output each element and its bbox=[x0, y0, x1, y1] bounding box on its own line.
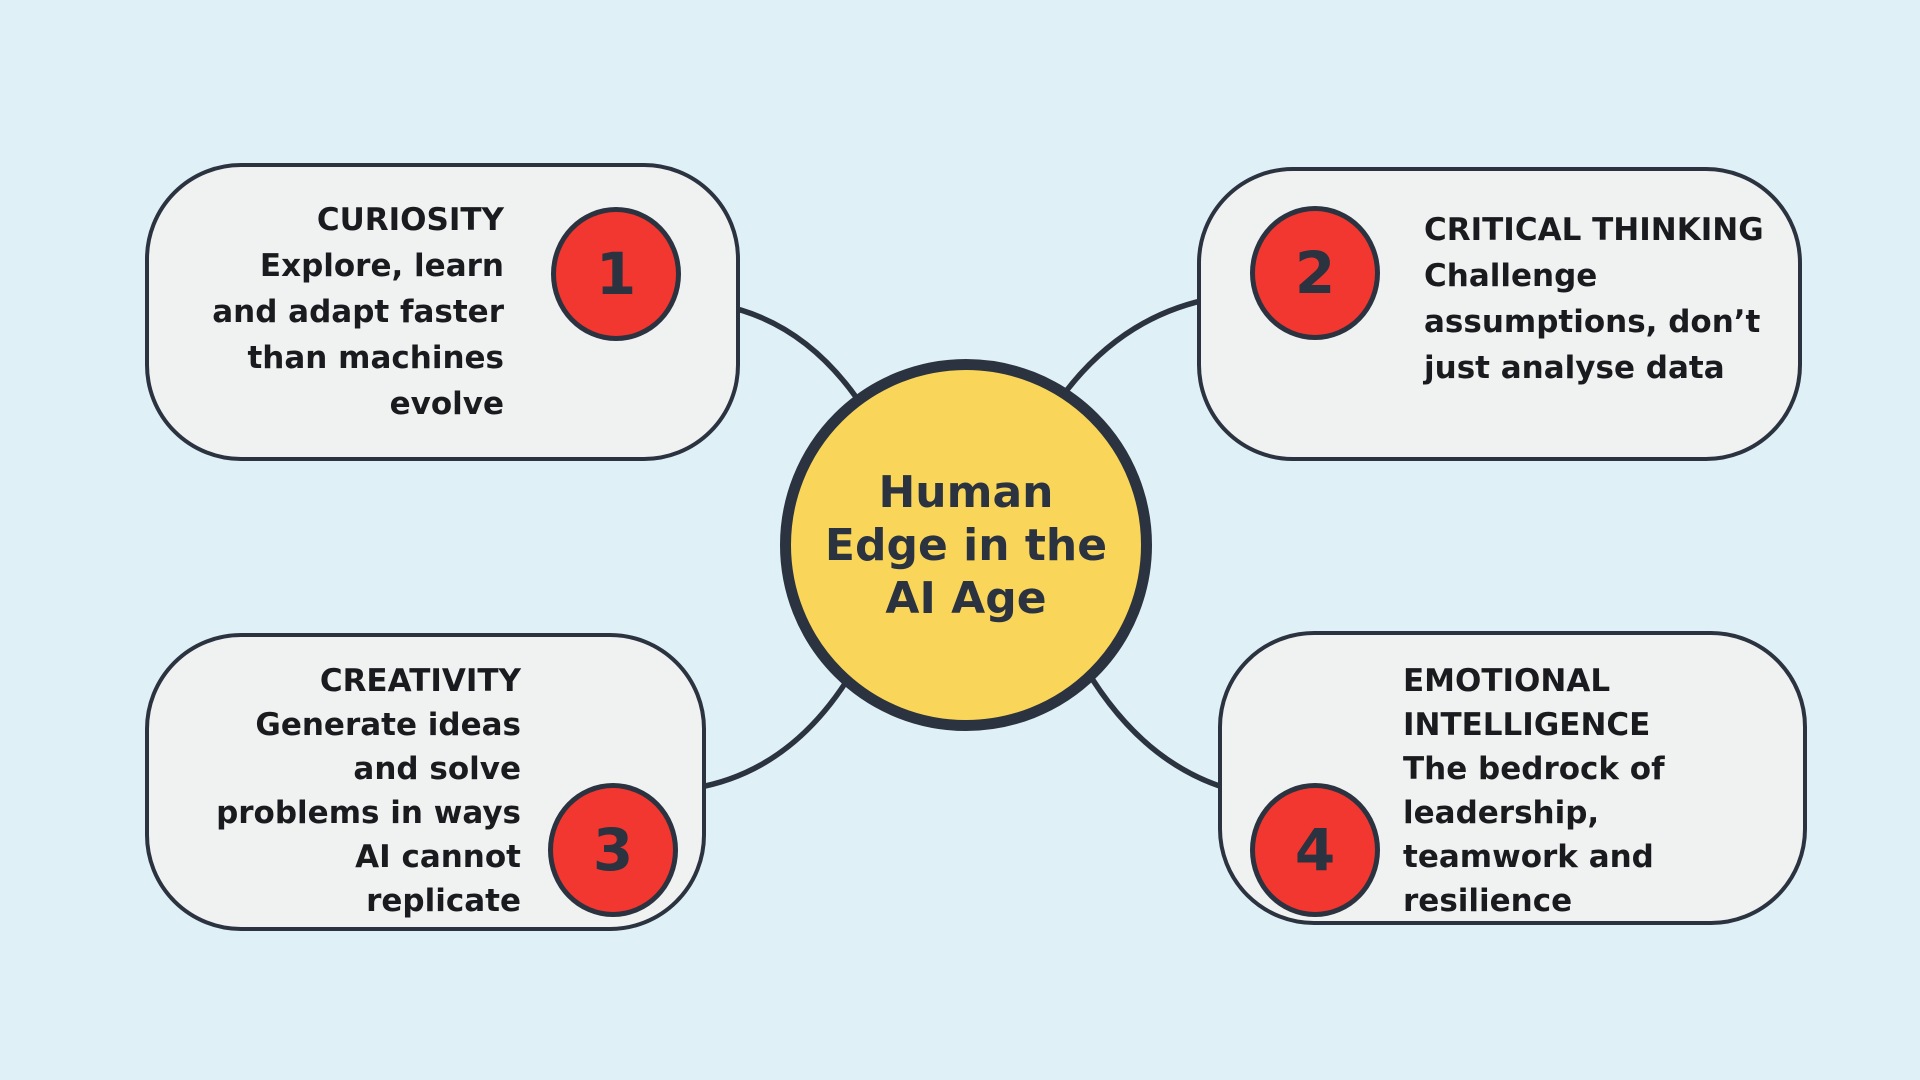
connector-critical-thinking bbox=[1055, 295, 1218, 405]
card-creativity-number-badge: 3 bbox=[548, 783, 678, 917]
connector-curiosity bbox=[717, 302, 871, 418]
card-emotional-intelligence-number: 4 bbox=[1294, 816, 1336, 884]
card-curiosity-number-badge: 1 bbox=[551, 207, 681, 341]
card-curiosity-number: 1 bbox=[595, 240, 637, 308]
connector-emotional-intelligence bbox=[1075, 652, 1243, 795]
card-critical-thinking-number: 2 bbox=[1294, 239, 1336, 307]
card-critical-thinking-number-badge: 2 bbox=[1250, 206, 1380, 340]
card-creativity-number: 3 bbox=[592, 816, 634, 884]
card-emotional-intelligence-number-badge: 4 bbox=[1250, 783, 1380, 917]
